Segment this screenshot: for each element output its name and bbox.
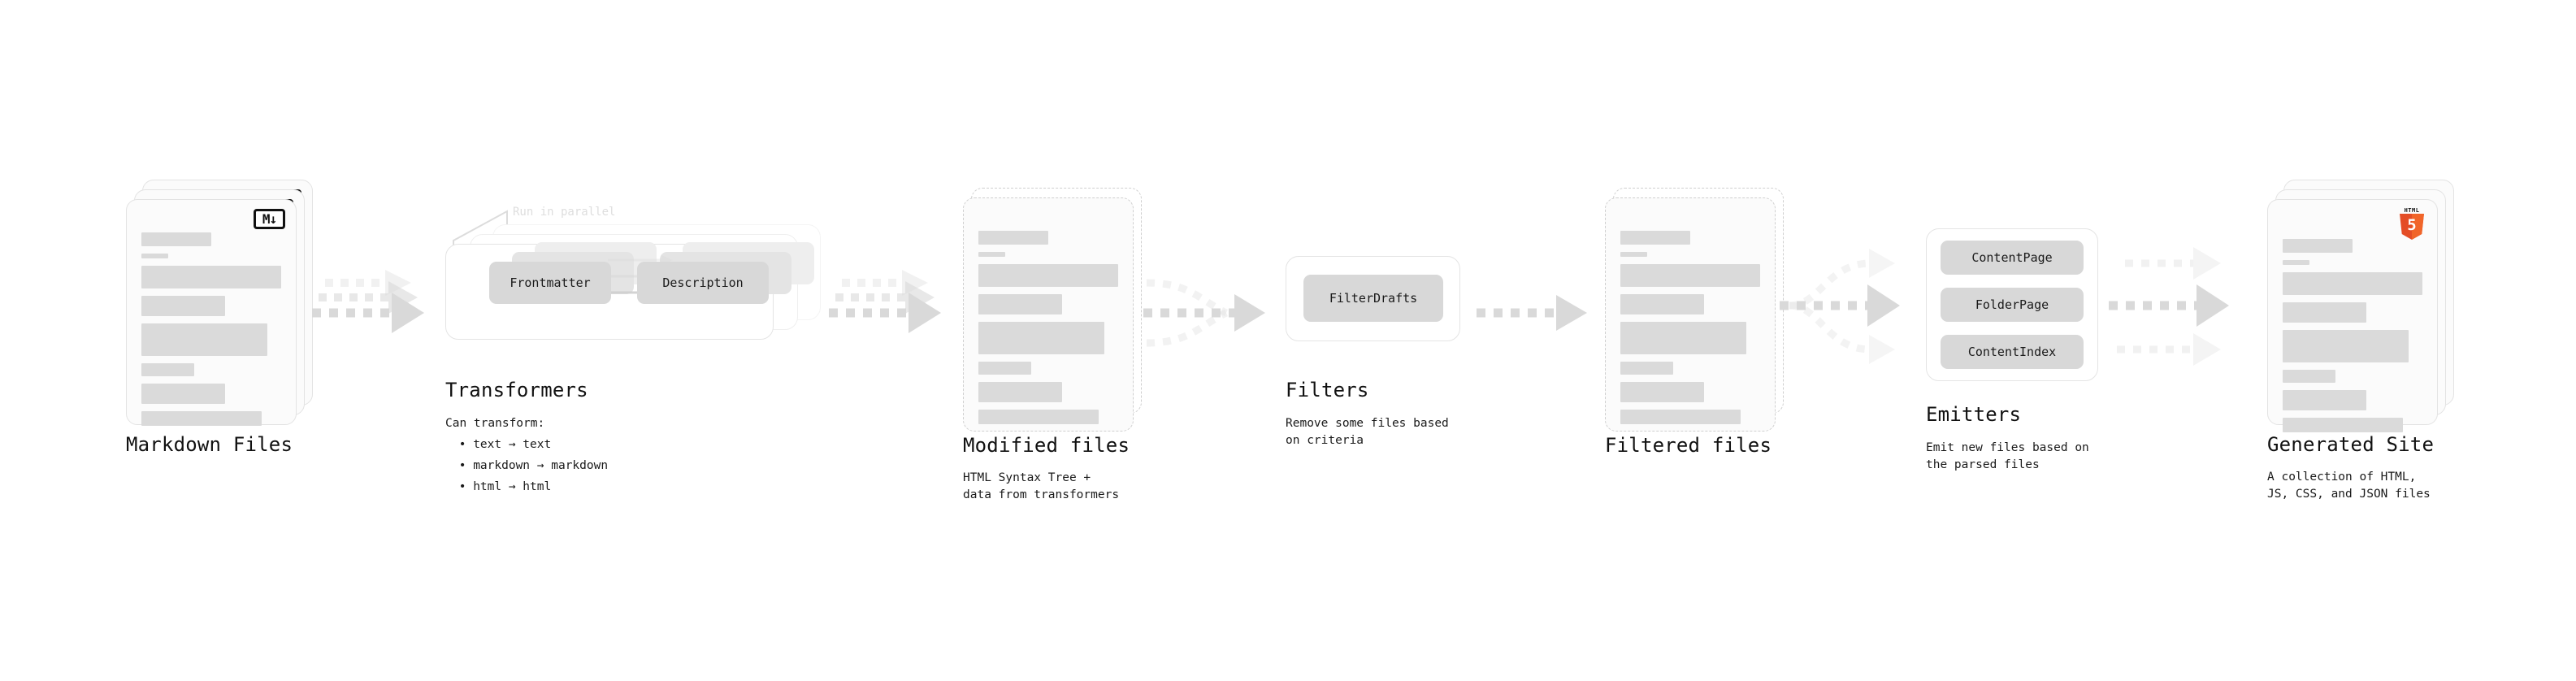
stage-generated-site: CSS HTML 5 — [2267, 180, 2454, 435]
emitter-chip-label: ContentPage — [1971, 250, 2053, 265]
modified-card-front — [963, 197, 1134, 432]
stage-title-filters: Filters — [1286, 379, 1369, 401]
html5-badge: HTML 5 — [2398, 207, 2426, 240]
stage-caption-transformers: Can transform: — [445, 417, 545, 430]
markdown-card-front: M↓ — [126, 199, 297, 426]
arrow-filters-to-filtered — [1475, 288, 1589, 337]
stage-title-transformers: Transformers — [445, 379, 588, 401]
skeleton-lines — [2283, 239, 2422, 440]
stage-caption-modified-files: HTML Syntax Tree + data from transformer… — [963, 471, 1120, 501]
arrow-transformers-to-modified — [827, 268, 941, 358]
emitter-chip-contentpage[interactable]: ContentPage — [1941, 241, 2084, 275]
filter-chip-label: FilterDrafts — [1329, 291, 1418, 306]
filtered-card-front — [1605, 197, 1776, 432]
emitter-chip-folderpage[interactable]: FolderPage — [1941, 288, 2084, 322]
arrow-filtered-to-emitters — [1780, 234, 1918, 376]
list-item: • html → html — [452, 480, 552, 493]
skeleton-lines — [141, 232, 281, 433]
stage-modified-files — [963, 188, 1150, 433]
stage-title-emitters: Emitters — [1926, 403, 2022, 426]
list-item: • text → text — [452, 438, 552, 451]
stage-caption-generated-site: A collection of HTML, JS, CSS, and JSON … — [2267, 471, 2431, 501]
transformer-chip-description[interactable]: Description — [637, 262, 769, 304]
transformer-chip-frontmatter[interactable]: Frontmatter — [489, 262, 611, 304]
stage-title-generated-site: Generated Site — [2267, 433, 2435, 456]
run-in-parallel-label: Run in parallel — [513, 206, 616, 219]
markdown-badge: M↓ — [254, 209, 285, 229]
filter-chip-filterdrafts[interactable]: FilterDrafts — [1303, 275, 1443, 322]
list-item: • markdown → markdown — [452, 459, 609, 472]
transformer-capability-list: • text → text • markdown → markdown • ht… — [452, 432, 608, 496]
stage-caption-emitters: Emit new files based on the parsed files — [1926, 441, 2089, 471]
skeleton-lines — [1620, 231, 1760, 432]
stage-title-modified-files: Modified files — [963, 434, 1130, 457]
emitter-chip-label: FolderPage — [1975, 297, 2049, 312]
stage-filtered-files — [1605, 188, 1792, 433]
stage-title-filtered-files: Filtered files — [1605, 434, 1772, 457]
arrow-modified-to-filters — [1142, 268, 1272, 358]
stage-transformers: Run in parallel Frontmatter Description — [445, 203, 827, 366]
transformer-chip-label: Frontmatter — [510, 275, 591, 290]
arrow-emitters-to-site — [2109, 234, 2247, 376]
transformer-chip-label: Description — [662, 275, 744, 290]
arrow-markdown-to-transformers — [310, 268, 424, 358]
stage-title-markdown-files: Markdown Files — [126, 433, 293, 456]
stage-markdown-files: M↓ M↓ M↓ — [126, 180, 313, 435]
html5-shield-icon: 5 — [2400, 214, 2424, 240]
emitter-chip-contentindex[interactable]: ContentIndex — [1941, 335, 2084, 369]
stage-caption-filters: Remove some files based on criteria — [1286, 417, 1449, 447]
skeleton-lines — [978, 231, 1118, 432]
emitter-chip-label: ContentIndex — [1967, 345, 2057, 359]
site-card-front: HTML 5 — [2267, 199, 2438, 432]
